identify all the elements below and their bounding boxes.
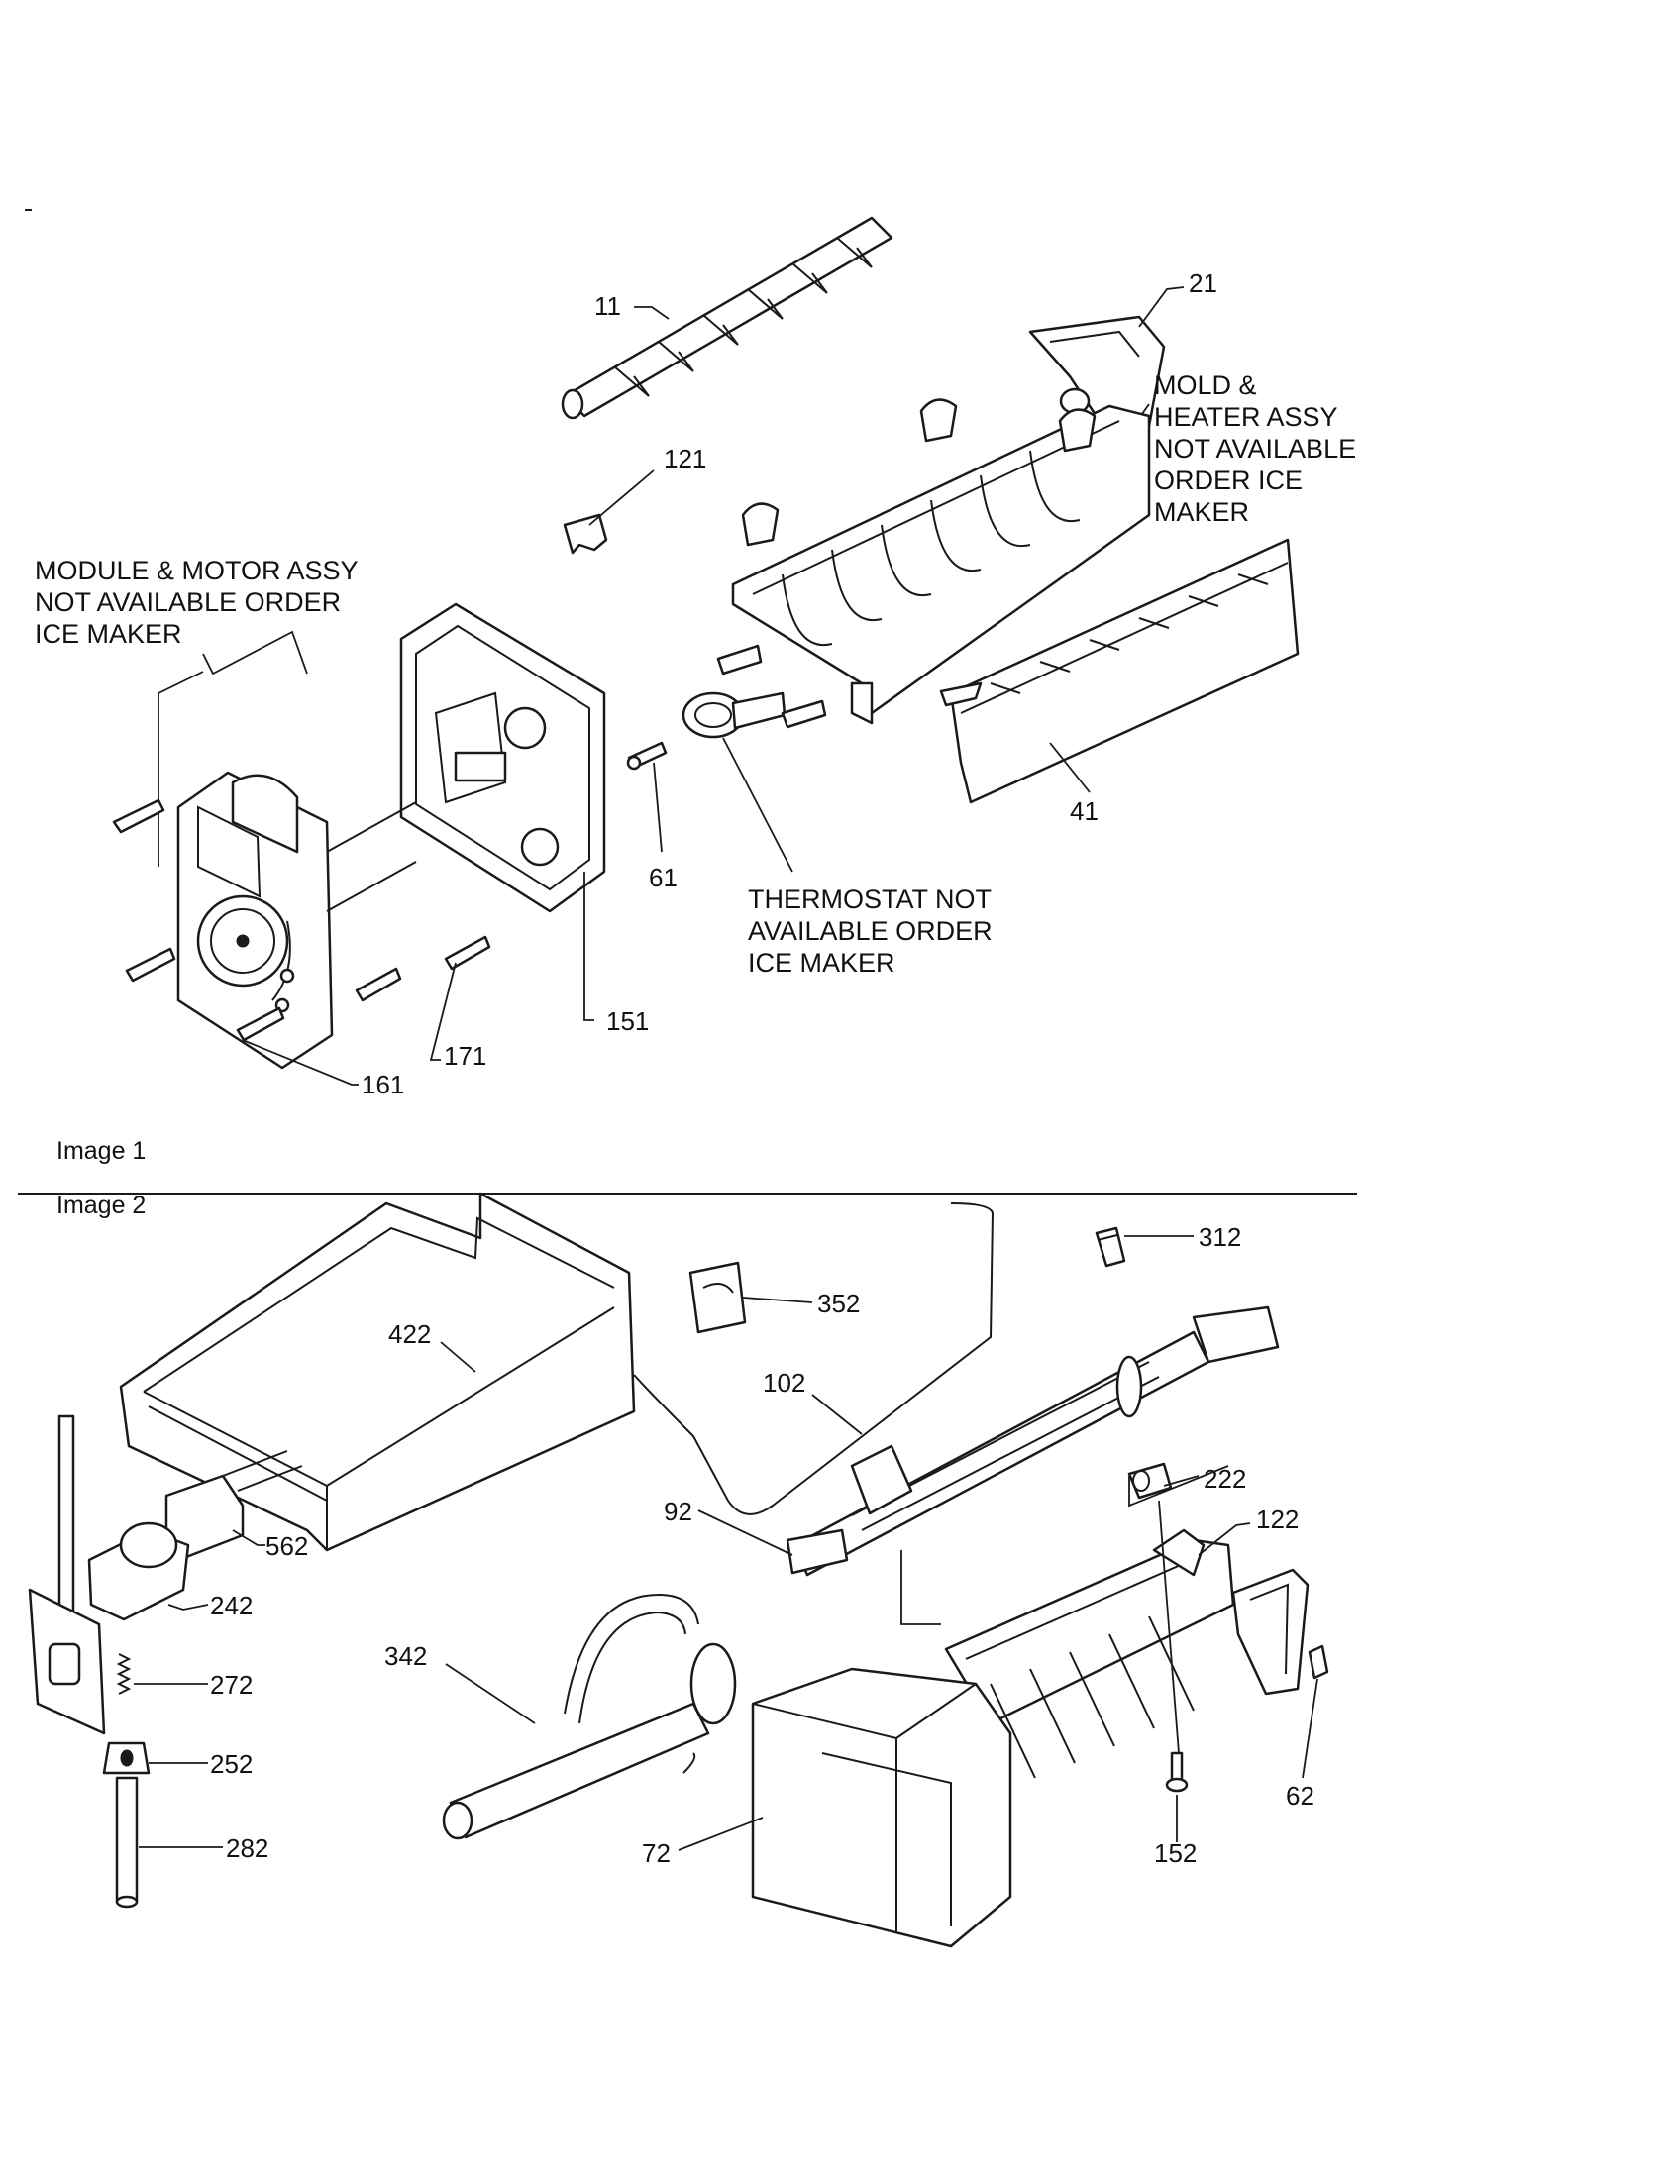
part-72-cover [751, 1667, 1012, 1948]
part-102-wire [633, 1202, 995, 1515]
screws-group [112, 798, 491, 1042]
thermostat-note-line-1: THERMOSTAT NOT [748, 884, 992, 914]
module-note-line-1: MODULE & MOTOR ASSY [35, 556, 359, 585]
callout-152: 152 [1154, 1838, 1197, 1868]
part-252-fitting [102, 1741, 151, 1775]
callout-171: 171 [444, 1041, 486, 1071]
part-11-ejector [561, 216, 893, 420]
part-41-stripper [939, 538, 1300, 804]
part-62-pin [1308, 1644, 1329, 1680]
part-342-fill-tube [442, 1593, 737, 1840]
callout-72: 72 [642, 1838, 671, 1868]
section-label-image-1: Image 1 [56, 1137, 146, 1165]
thermostat-note-line-2: AVAILABLE ORDER [748, 916, 993, 946]
callout-342: 342 [384, 1641, 427, 1671]
callout-222: 222 [1204, 1464, 1246, 1494]
mold-note-line-5: MAKER [1154, 497, 1249, 527]
mold-assembly [731, 398, 1151, 725]
section-label-image-2: Image 2 [56, 1192, 146, 1219]
mold-note-line-3: NOT AVAILABLE [1154, 434, 1356, 464]
part-121-clip [563, 513, 608, 555]
callout-62: 62 [1286, 1781, 1314, 1811]
callout-151: 151 [606, 1006, 649, 1036]
thermostat-note-line-3: ICE MAKER [748, 948, 895, 978]
thermostat-note: THERMOSTAT NOT AVAILABLE ORDER ICE MAKER [748, 884, 993, 978]
module-note-line-2: NOT AVAILABLE ORDER [35, 587, 341, 617]
callout-312: 312 [1199, 1222, 1241, 1252]
water-valve-assembly [28, 1414, 190, 1735]
callout-161: 161 [362, 1070, 404, 1099]
callout-242: 242 [210, 1591, 253, 1620]
part-61-pin [626, 741, 668, 771]
part-92-harness [786, 1305, 1280, 1577]
module-motor-note: MODULE & MOTOR ASSY NOT AVAILABLE ORDER … [35, 556, 359, 649]
callout-21: 21 [1189, 268, 1217, 298]
part-352-clip [688, 1261, 747, 1334]
callout-352: 352 [817, 1289, 860, 1318]
mold-note-line-4: ORDER ICE [1154, 466, 1303, 495]
callout-41: 41 [1070, 796, 1099, 826]
mold-note-line-1: MOLD & [1154, 370, 1257, 400]
callout-102: 102 [763, 1368, 805, 1398]
part-272-spring [116, 1653, 132, 1695]
callout-252: 252 [210, 1749, 253, 1779]
part-151-housing [399, 602, 606, 913]
part-222-clip [1127, 1462, 1173, 1500]
callout-122: 122 [1256, 1505, 1299, 1534]
callout-61: 61 [649, 863, 678, 892]
callout-11: 11 [594, 291, 621, 321]
thermostat [682, 691, 787, 739]
callout-282: 282 [226, 1833, 268, 1863]
mold-heater-note: MOLD & HEATER ASSY NOT AVAILABLE ORDER I… [1154, 370, 1356, 527]
motor-module-plate [176, 771, 334, 1070]
part-282-tube [115, 1776, 139, 1909]
part-152-screw [1165, 1751, 1189, 1793]
callout-422: 422 [388, 1319, 431, 1349]
module-note-line-3: ICE MAKER [35, 619, 182, 649]
callout-562: 562 [265, 1531, 308, 1561]
callout-121: 121 [664, 444, 706, 473]
mold-note-line-2: HEATER ASSY [1154, 402, 1338, 432]
callout-272: 272 [210, 1670, 253, 1700]
callout-92: 92 [664, 1497, 692, 1526]
part-312-wire-nut [1095, 1226, 1126, 1268]
part-422-ice-bin [119, 1192, 636, 1552]
